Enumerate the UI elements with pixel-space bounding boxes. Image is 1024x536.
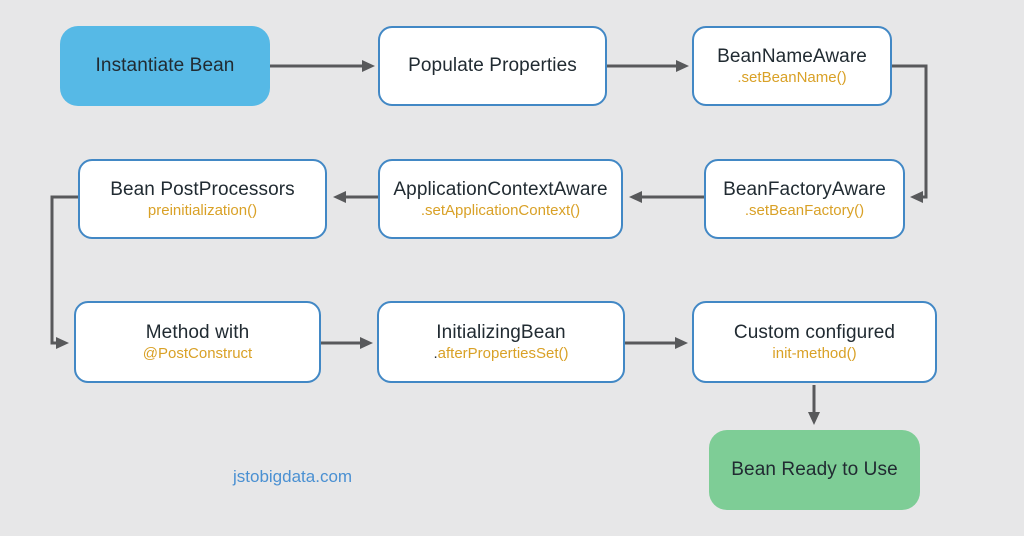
node-subtitle: .setBeanName() — [737, 68, 847, 86]
node-bean-post-processors: Bean PostProcessors preinitialization() — [78, 159, 327, 239]
node-title: Method with — [145, 321, 250, 343]
node-custom-configured: Custom configured init-method() — [692, 301, 937, 383]
node-title: BeanFactoryAware — [723, 178, 886, 200]
node-subtitle: .setApplicationContext() — [420, 201, 581, 219]
node-title: Bean PostProcessors — [110, 178, 295, 200]
node-title: Populate Properties — [408, 55, 577, 77]
subtitle-text: afterPropertiesSet() — [437, 344, 569, 362]
node-subtitle: .afterPropertiesSet() — [433, 344, 569, 363]
node-application-context-aware: ApplicationContextAware .setApplicationC… — [378, 159, 623, 239]
watermark-jstobigdata: jstobigdata.com — [233, 467, 353, 486]
node-method-with-postconstruct: Method with @PostConstruct — [74, 301, 321, 383]
node-initializing-bean: InitializingBean .afterPropertiesSet() — [377, 301, 625, 383]
node-title: Instantiate Bean — [95, 55, 235, 77]
node-title: ApplicationContextAware — [393, 178, 608, 200]
node-subtitle: init-method() — [772, 344, 857, 362]
node-title: InitializingBean — [436, 321, 566, 343]
subtitle-dot: . — [433, 344, 438, 362]
node-title: Custom configured — [733, 321, 896, 343]
node-instantiate-bean: Instantiate Bean — [60, 26, 270, 106]
node-subtitle: .setBeanFactory() — [744, 201, 865, 219]
node-bean-ready-to-use: Bean Ready to Use — [709, 430, 920, 510]
node-populate-properties: Populate Properties — [378, 26, 607, 106]
node-bean-name-aware: BeanNameAware .setBeanName() — [692, 26, 892, 106]
node-title: Bean Ready to Use — [731, 459, 898, 481]
node-bean-factory-aware: BeanFactoryAware .setBeanFactory() — [704, 159, 905, 239]
node-subtitle: preinitialization() — [147, 201, 258, 219]
node-title: BeanNameAware — [717, 45, 867, 67]
node-subtitle: @PostConstruct — [142, 344, 253, 362]
